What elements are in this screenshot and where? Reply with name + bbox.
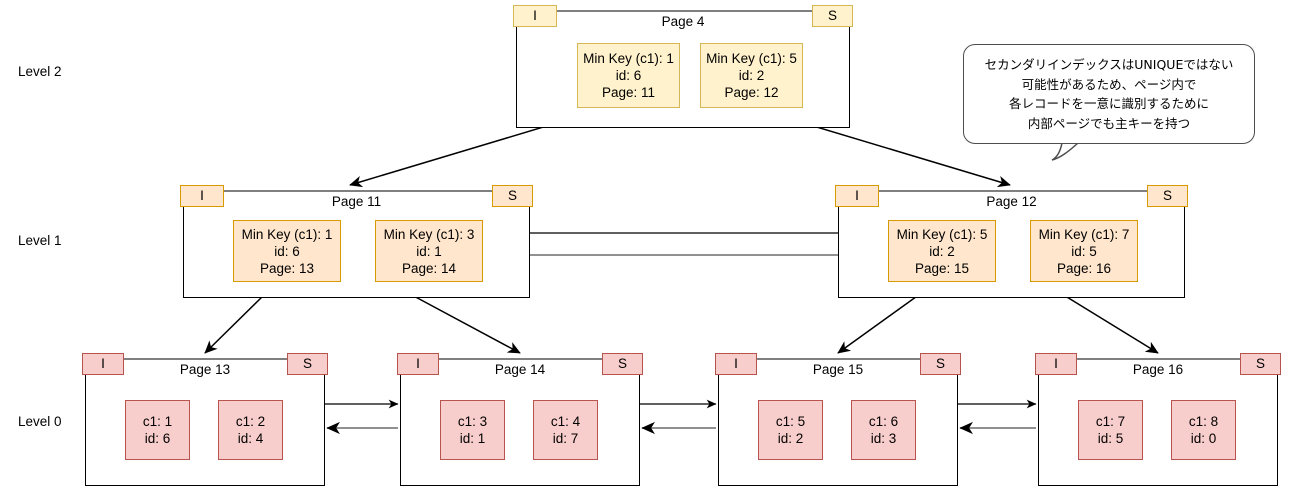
page-15-supremum-tag[interactable]: S [920, 353, 961, 375]
page-13-record-0-line-1: id: 6 [144, 431, 171, 446]
edge-p11c0-to-p13 [204, 293, 266, 354]
page-11-record-1-line-1: id: 1 [416, 243, 442, 259]
page-4-title: Page 4 [661, 14, 705, 29]
page-16-record-1[interactable]: c1: 8 id: 0 [1171, 400, 1236, 460]
page-16-record-1-line-1: id: 0 [1190, 431, 1217, 446]
page-14-record-1[interactable]: c1: 4 id: 7 [533, 400, 598, 460]
page-4-record-1-line-2: Page: 12 [724, 85, 779, 100]
page-12-infimum-tag[interactable]: I [835, 185, 879, 207]
level-label-0: Level 0 [18, 414, 62, 429]
page-14-toprule [400, 358, 640, 361]
page-15-record-1-line-0: c1: 6 [868, 414, 899, 429]
page-12-record-1-line-2: Page: 16 [1056, 260, 1112, 276]
page-15[interactable]: Page 15 I S c1: 5 id: 2 c1: 6 id: 3 [715, 353, 961, 486]
edge-p11c1-to-p14 [409, 293, 521, 354]
page-14-record-0-line-1: id: 1 [459, 431, 486, 446]
page-16-record-0-line-1: id: 5 [1097, 431, 1124, 446]
page-15-title: Page 15 [812, 362, 864, 377]
page-15-toprule [718, 358, 958, 361]
page-13-toprule [85, 358, 325, 361]
edge-p12c0-to-p15 [837, 293, 921, 354]
page-11-infimum-tag[interactable]: I [180, 185, 224, 207]
page-14[interactable]: Page 14 I S c1: 3 id: 1 c1: 4 id: 7 [397, 353, 643, 486]
page-13-record-0[interactable]: c1: 1 id: 6 [125, 400, 190, 460]
page-12-toprule [838, 190, 1185, 193]
page-15-infimum-tag[interactable]: I [715, 353, 757, 375]
page-4-record-1-line-0: Min Key (c1): 5 [706, 51, 797, 66]
page-16-infimum-tag[interactable]: I [1035, 353, 1077, 375]
page-13-record-1-line-1: id: 4 [237, 431, 264, 446]
page-14-record-0[interactable]: c1: 3 id: 1 [440, 400, 505, 460]
page-12-record-0[interactable]: Min Key (c1): 5 id: 2 Page: 15 [888, 220, 996, 282]
page-12[interactable]: Page 12 I S Min Key (c1): 5 id: 2 Page: … [835, 185, 1188, 298]
page-14-infimum-tag[interactable]: I [397, 353, 439, 375]
page-13-record-1[interactable]: c1: 2 id: 4 [218, 400, 283, 460]
page-4-record-0[interactable]: Min Key (c1): 1 id: 6 Page: 11 [577, 43, 680, 108]
page-11[interactable]: Page 11 I S Min Key (c1): 1 id: 6 Page: … [180, 185, 533, 298]
page-14-title: Page 14 [494, 362, 546, 377]
page-14-record-0-line-0: c1: 3 [457, 414, 488, 429]
page-12-title: Page 12 [986, 194, 1037, 209]
page-14-record-1-line-0: c1: 4 [550, 414, 581, 429]
page-16-supremum-tag[interactable]: S [1240, 353, 1281, 375]
edge-p12c1-to-p16 [1061, 293, 1159, 354]
page-11-record-0-line-1: id: 6 [274, 243, 300, 259]
page-11-toprule [183, 190, 530, 193]
page-12-record-0-line-2: Page: 15 [914, 260, 970, 276]
page-4-record-0-line-0: Min Key (c1): 1 [583, 51, 674, 66]
page-16-record-0-line-0: c1: 7 [1095, 414, 1126, 429]
page-16-record-0[interactable]: c1: 7 id: 5 [1078, 400, 1143, 460]
page-12-record-1-line-0: Min Key (c1): 7 [1038, 226, 1130, 242]
page-15-record-0-line-1: id: 2 [777, 431, 804, 446]
page-4-toprule [516, 10, 850, 13]
page-11-record-0-line-0: Min Key (c1): 1 [241, 226, 333, 242]
page-4-record-0-line-2: Page: 11 [601, 85, 656, 100]
page-13-supremum-tag[interactable]: S [287, 353, 328, 375]
annotation-callout: セカンダリインデックスはUNIQUEではない 可能性があるため、ページ内で 各レ… [963, 44, 1255, 144]
page-12-record-1[interactable]: Min Key (c1): 7 id: 5 Page: 16 [1030, 220, 1138, 282]
annotation-callout-text: セカンダリインデックスはUNIQUEではない 可能性があるため、ページ内で 各レ… [984, 57, 1234, 131]
page-4-infimum-tag[interactable]: I [513, 5, 557, 27]
page-11-record-0[interactable]: Min Key (c1): 1 id: 6 Page: 13 [233, 220, 341, 282]
level-label-1: Level 1 [18, 233, 62, 248]
page-11-record-0-line-2: Page: 13 [259, 260, 315, 276]
page-13-record-0-line-0: c1: 1 [142, 414, 173, 429]
page-4-supremum-tag[interactable]: S [812, 5, 853, 27]
page-12-record-0-line-0: Min Key (c1): 5 [896, 226, 988, 242]
page-12-record-1-line-1: id: 5 [1071, 243, 1097, 259]
page-15-record-1[interactable]: c1: 6 id: 3 [851, 400, 916, 460]
note-tail [1051, 142, 1079, 161]
page-13-record-1-line-0: c1: 2 [235, 414, 266, 429]
page-11-title: Page 11 [331, 194, 382, 209]
page-4-record-0-line-1: id: 6 [615, 68, 642, 83]
page-4-record-1[interactable]: Min Key (c1): 5 id: 2 Page: 12 [700, 43, 803, 108]
page-13[interactable]: Page 13 I S c1: 1 id: 6 c1: 2 id: 4 [82, 353, 328, 486]
page-15-record-0[interactable]: c1: 5 id: 2 [758, 400, 823, 460]
page-15-record-0-line-0: c1: 5 [775, 414, 806, 429]
page-11-record-1[interactable]: Min Key (c1): 3 id: 1 Page: 14 [375, 220, 483, 282]
page-16-record-1-line-0: c1: 8 [1188, 414, 1219, 429]
page-16[interactable]: Page 16 I S c1: 7 id: 5 c1: 8 id: 0 [1035, 353, 1281, 486]
page-4[interactable]: Page 4 I S Min Key (c1): 1 id: 6 Page: 1… [513, 5, 853, 128]
page-12-supremum-tag[interactable]: S [1147, 185, 1188, 207]
page-13-title: Page 13 [179, 362, 231, 377]
page-13-infimum-tag[interactable]: I [82, 353, 124, 375]
page-12-record-0-line-1: id: 2 [929, 243, 955, 259]
page-11-record-1-line-0: Min Key (c1): 3 [383, 226, 475, 242]
page-16-toprule [1038, 358, 1278, 361]
page-16-title: Page 16 [1132, 362, 1184, 377]
page-14-supremum-tag[interactable]: S [602, 353, 643, 375]
page-14-record-1-line-1: id: 7 [552, 431, 579, 446]
page-15-record-1-line-1: id: 3 [870, 431, 897, 446]
page-4-record-1-line-1: id: 2 [738, 68, 765, 83]
page-11-supremum-tag[interactable]: S [492, 185, 533, 207]
page-11-record-1-line-2: Page: 14 [401, 260, 457, 276]
level-label-2: Level 2 [18, 64, 62, 79]
